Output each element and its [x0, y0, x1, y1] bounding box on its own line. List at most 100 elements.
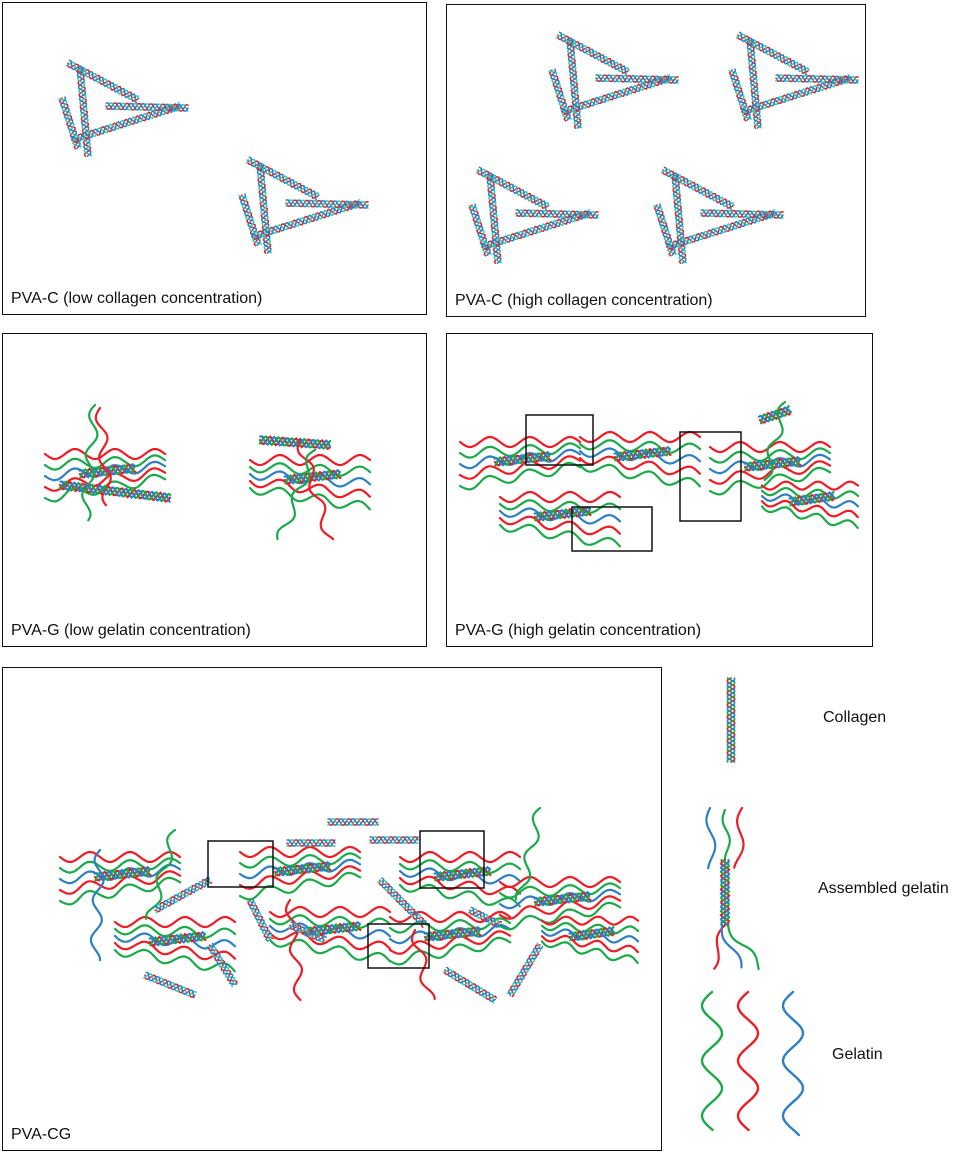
helix-strand: [533, 890, 591, 907]
gelatin-strand: [498, 882, 622, 899]
gelatin-strand: [736, 990, 760, 1132]
gelatin-strand: [760, 493, 860, 509]
helix-strand: [486, 174, 502, 264]
gelatin-strand: [578, 455, 701, 476]
gelatin-strand: [726, 923, 760, 971]
helix-strand: [507, 945, 544, 997]
gelatin-strand: [113, 932, 237, 950]
gelatin-strand: [540, 921, 640, 935]
legend-gelatin-icon: [700, 990, 805, 1137]
helix-strand: [259, 435, 331, 450]
gelatin-strand: [498, 901, 622, 931]
helix-strand: [76, 67, 92, 157]
gelatin-strand: [721, 808, 731, 862]
helix-strand: [105, 102, 189, 112]
helix-strand: [285, 199, 369, 209]
interaction-box: [525, 414, 594, 466]
gelatin-strand: [58, 876, 182, 906]
helix-strand: [515, 209, 599, 219]
gelatin-strand: [705, 806, 717, 870]
pva-c-high-collagen: [468, 31, 859, 264]
helix-strand: [726, 677, 736, 763]
gelatin-strand: [498, 507, 622, 525]
helix-strand: [286, 839, 336, 847]
helix-strand: [442, 968, 495, 1004]
gelatin-strand: [763, 400, 787, 481]
helix-strand: [327, 818, 379, 826]
gelatin-strand: [43, 454, 167, 471]
helix-strand: [273, 860, 331, 877]
pva-cg-mixture: [58, 806, 640, 1004]
helix-strand: [671, 173, 687, 264]
helix-strand: [78, 462, 136, 479]
helix-strand: [76, 66, 92, 157]
gelatin-strand: [708, 466, 832, 496]
interaction-box: [367, 923, 430, 969]
gelatin-strand: [498, 515, 621, 536]
helix-strand: [719, 858, 731, 927]
gelatin-strand: [238, 871, 362, 901]
helix-strand: [148, 930, 206, 947]
helix-strand: [144, 974, 196, 999]
helix-strand: [568, 926, 616, 942]
panel-pva-c-low: PVA-C (low collagen concentration): [2, 2, 427, 315]
pva-g-low-gelatin: [43, 403, 372, 541]
panel-label: PVA-G (low gelatin concentration): [11, 622, 251, 639]
interaction-box: [419, 830, 485, 889]
gelatin-strand: [760, 486, 860, 500]
gelatin-strand: [238, 845, 362, 859]
gelatin-strand: [713, 923, 727, 970]
gelatin-strand: [248, 453, 372, 467]
helix-strand: [757, 406, 792, 423]
gelatin-strand: [760, 505, 859, 529]
helix-strand: [467, 908, 500, 929]
helix-strand: [285, 199, 369, 209]
helix-strand: [248, 156, 318, 201]
helix-strand: [486, 173, 502, 264]
panel-label: PVA-G (high gelatin concentration): [455, 622, 702, 639]
gelatin-strand: [458, 461, 582, 491]
gelatin-strand: [388, 936, 512, 966]
legend-label-collagen: Collagen: [823, 709, 887, 726]
helix-strand: [256, 164, 272, 254]
gelatin-strand: [498, 523, 621, 548]
helix-strand: [145, 971, 195, 999]
gelatin-strand: [296, 438, 335, 541]
helix-strand: [719, 858, 731, 927]
helix-strand: [663, 166, 733, 211]
helix-strand: [246, 900, 273, 942]
legend-label-gelatin: Gelatin: [832, 1046, 883, 1063]
gelatin-strand: [113, 948, 236, 973]
helix-strand: [746, 38, 762, 129]
helix-strand: [369, 836, 419, 844]
gelatin-strand: [514, 806, 542, 901]
helix-strand: [506, 942, 542, 995]
helix-strand: [290, 921, 327, 942]
gelatin-strand: [498, 875, 622, 889]
helix-strand: [470, 906, 501, 929]
helix-strand: [59, 480, 171, 503]
gelatin-strand: [708, 460, 832, 485]
legend-label-assembled-gelatin: Assembled gelatin: [818, 880, 949, 897]
gelatin-strand: [89, 848, 105, 962]
interaction-box: [679, 431, 742, 522]
legend-assembled-gelatin-icon: [705, 806, 760, 971]
gelatin-strand: [760, 499, 859, 519]
helix-strand: [775, 74, 859, 84]
helix-strand: [700, 209, 784, 219]
helix-strand: [515, 209, 599, 219]
gelatin-strand: [498, 499, 622, 514]
gelatin-strand: [144, 828, 177, 920]
gelatin-strand: [578, 430, 702, 444]
helix-strand: [746, 39, 762, 129]
helix-strand: [566, 38, 582, 129]
interaction-box: [571, 506, 653, 552]
gelatin-strand: [458, 435, 582, 449]
gelatin-strand: [113, 940, 236, 961]
pva-g-high-gelatin: [458, 400, 860, 552]
helix-strand: [788, 491, 836, 507]
gelatin-strand: [398, 850, 522, 864]
gelatin-strand: [58, 870, 182, 895]
helix-strand: [613, 445, 671, 462]
